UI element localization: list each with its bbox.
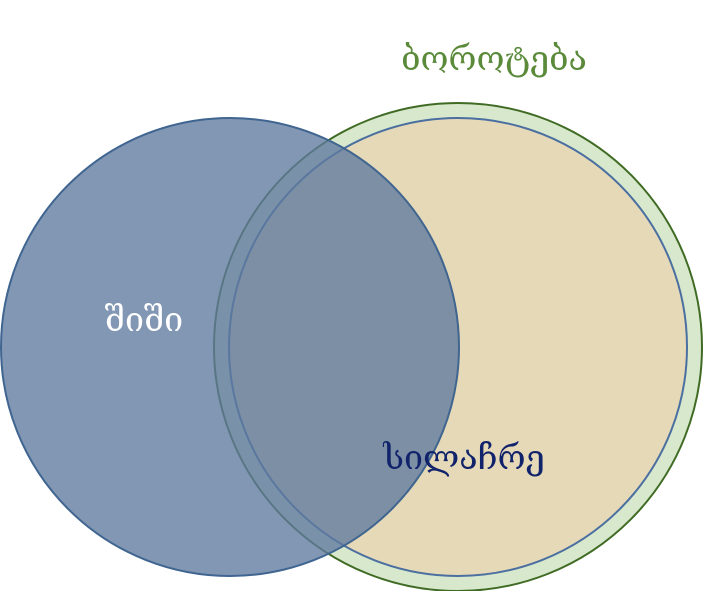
fear-label: შიში [105,300,183,340]
fear-circle [0,117,460,577]
cowardice-label: სილაჩრე [382,438,544,478]
evil-label: ბოროტება [401,39,587,79]
